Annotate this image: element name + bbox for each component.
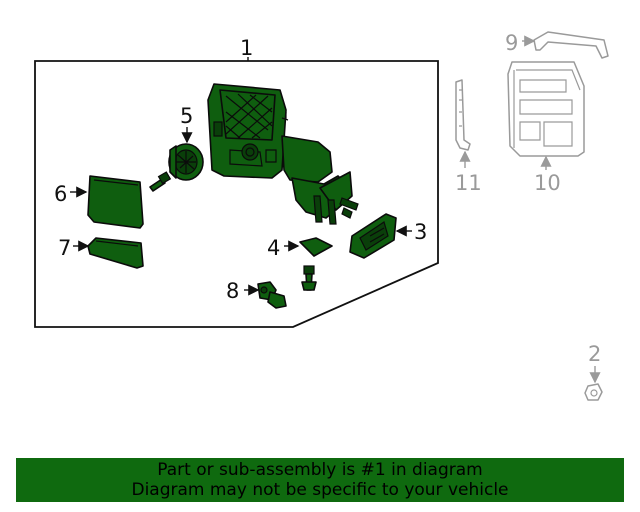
notice-banner: Part or sub-assembly is #1 in diagram Di… bbox=[16, 458, 624, 502]
callout-6[interactable]: 6 bbox=[54, 182, 67, 206]
mirror-cover[interactable] bbox=[87, 237, 144, 269]
part-10-cover[interactable] bbox=[507, 61, 585, 157]
part-2-clip[interactable] bbox=[584, 383, 603, 401]
callout-4[interactable]: 4 bbox=[267, 236, 280, 260]
banner-line-2: Diagram may not be specific to your vehi… bbox=[131, 480, 509, 500]
mirror-glass[interactable] bbox=[87, 175, 144, 229]
callout-8[interactable]: 8 bbox=[226, 279, 239, 303]
callout-9[interactable]: 9 bbox=[505, 31, 518, 55]
callout-10[interactable]: 10 bbox=[534, 171, 561, 195]
callout-3[interactable]: 3 bbox=[414, 220, 427, 244]
mirror-motor[interactable] bbox=[168, 143, 204, 181]
part-11-bracket[interactable] bbox=[455, 79, 471, 151]
callout-11[interactable]: 11 bbox=[455, 171, 482, 195]
callout-2[interactable]: 2 bbox=[588, 342, 601, 366]
callout-1[interactable]: 1 bbox=[240, 36, 253, 60]
screw[interactable] bbox=[149, 171, 172, 192]
connector-clip[interactable] bbox=[257, 281, 287, 309]
callout-5[interactable]: 5 bbox=[180, 104, 193, 128]
part-9-trim[interactable] bbox=[533, 31, 609, 59]
mirror-housing[interactable] bbox=[207, 83, 359, 225]
signal-lamp[interactable] bbox=[349, 213, 397, 259]
screw[interactable] bbox=[301, 265, 317, 291]
assembly-boundary bbox=[34, 60, 439, 328]
callout-7[interactable]: 7 bbox=[58, 236, 71, 260]
puddle-lamp[interactable] bbox=[299, 237, 333, 257]
banner-line-1: Part or sub-assembly is #1 in diagram bbox=[157, 460, 483, 480]
